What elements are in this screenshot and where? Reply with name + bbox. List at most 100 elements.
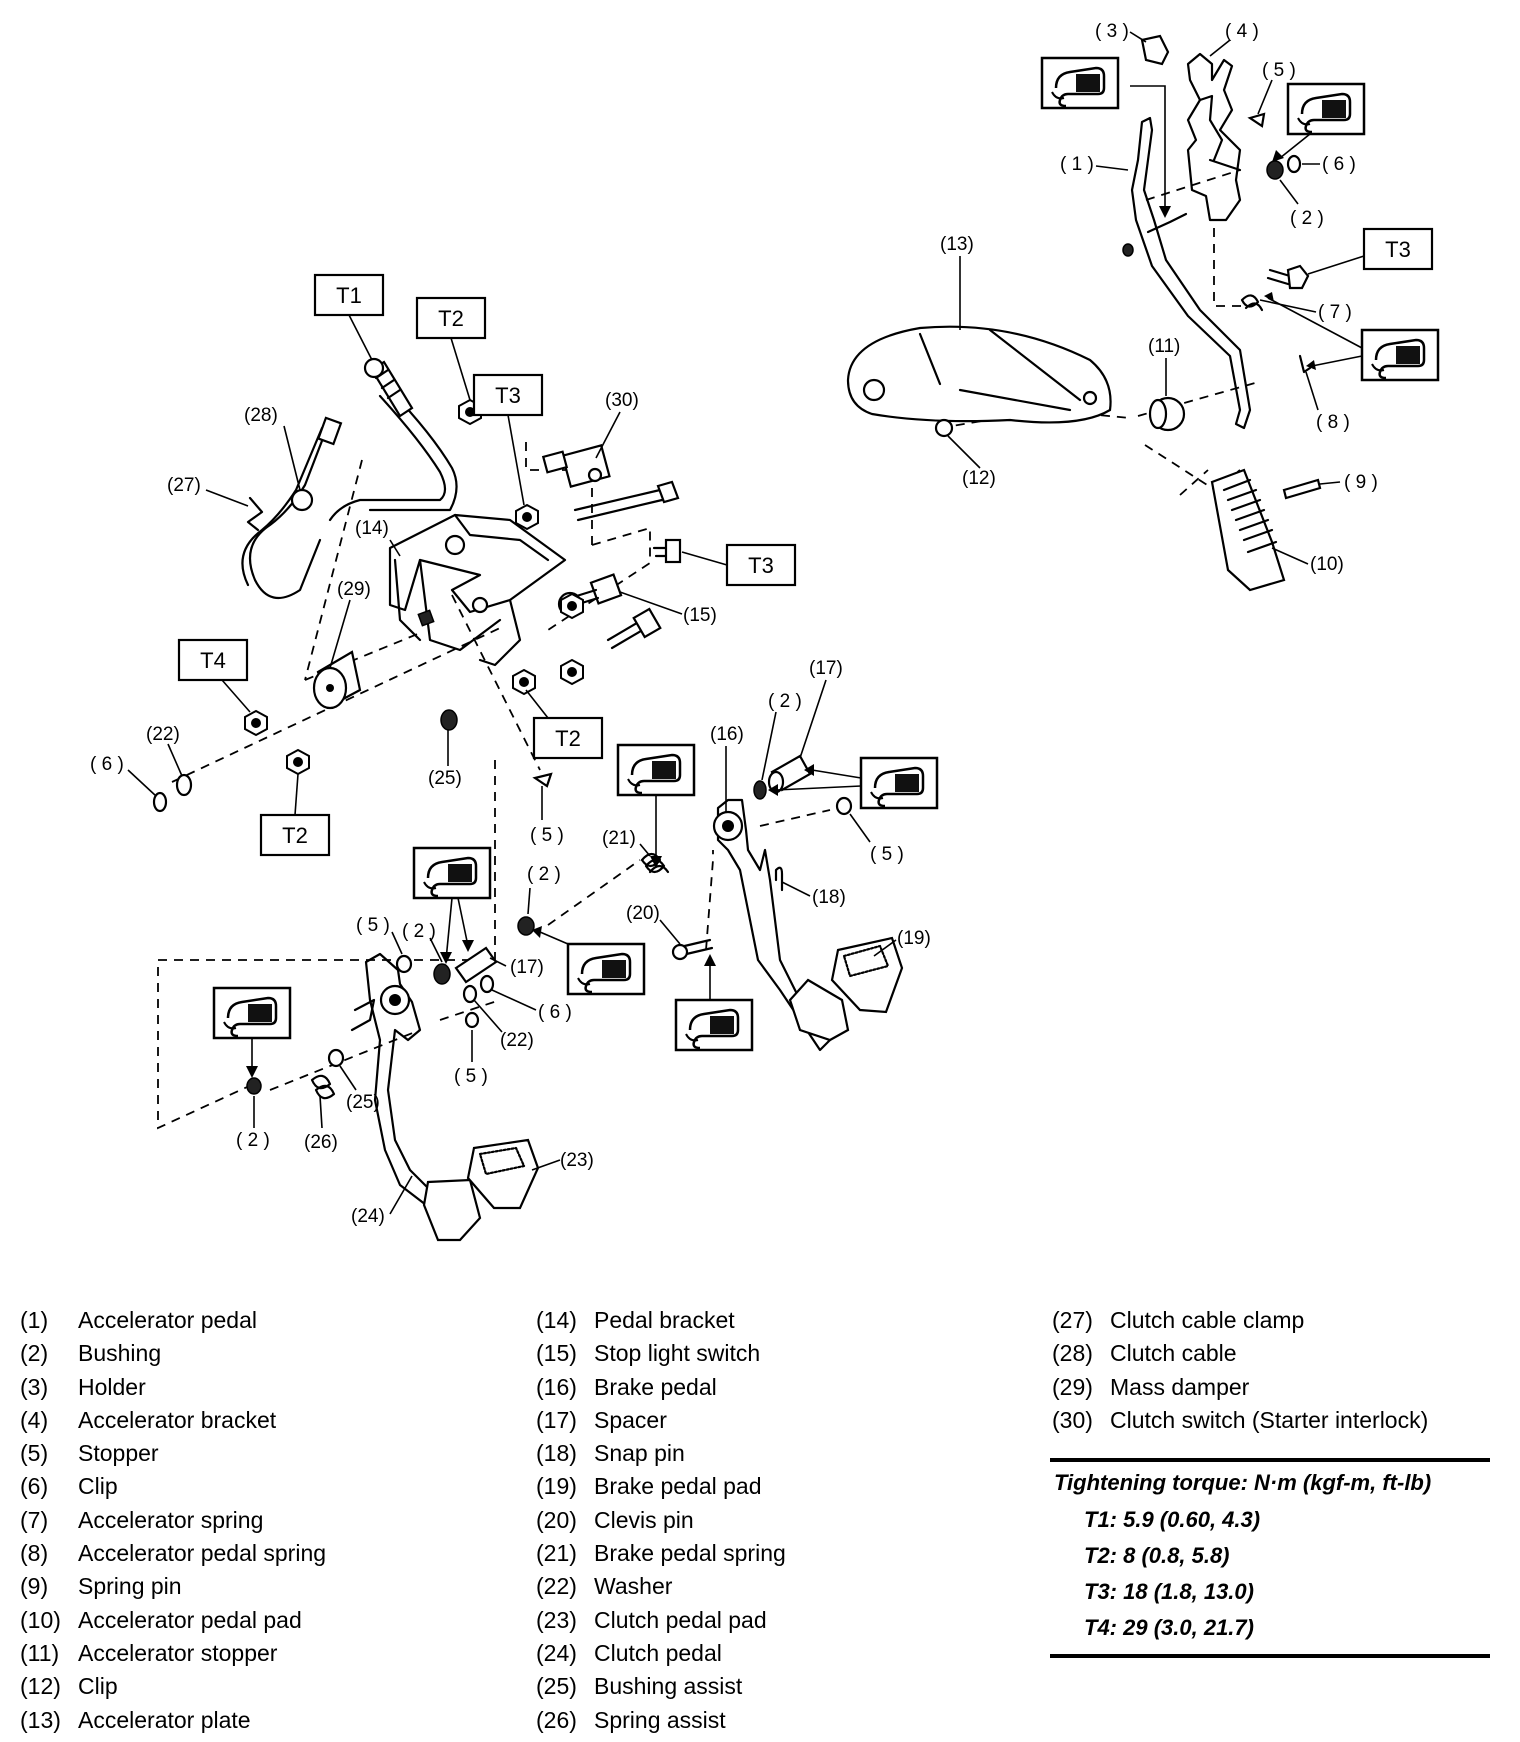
callout-6-left: ( 6 ) xyxy=(90,754,124,775)
torque-spec-table: Tightening torque: N·m (kgf-m, ft-lb) T1… xyxy=(1050,1458,1490,1658)
accelerator-plate xyxy=(846,325,1112,424)
legend-item-number: (22) xyxy=(536,1573,577,1600)
legend-item-name: Clutch pedal xyxy=(594,1639,722,1666)
callout-5-acc: ( 5 ) xyxy=(1262,60,1296,81)
legend-item-number: (18) xyxy=(536,1440,577,1467)
legend-item: (1)Accelerator pedal xyxy=(20,1304,326,1337)
svg-text:T3: T3 xyxy=(495,383,521,408)
torque-tag-t3-center: T3 xyxy=(472,373,544,506)
callout-9: ( 9 ) xyxy=(1344,472,1378,493)
mass-damper xyxy=(312,650,362,710)
stopper-clutch-2 xyxy=(464,1011,480,1029)
grease-icon-holder xyxy=(1040,56,1120,110)
bushing-assist xyxy=(440,709,458,731)
bushing-assist-clutch xyxy=(327,1048,345,1068)
legend-item-name: Snap pin xyxy=(594,1440,685,1467)
torque-row-t3: T3: 18 (1.8, 13.0) xyxy=(1084,1579,1254,1604)
grease-icon-bushing xyxy=(1286,82,1366,136)
legend-item-name: Accelerator spring xyxy=(78,1506,264,1533)
legend-item-name: Clutch pedal pad xyxy=(594,1606,767,1633)
svg-text:T1: T1 xyxy=(336,283,362,308)
bushing-clutch xyxy=(433,963,451,985)
legend-item: (21)Brake pedal spring xyxy=(536,1537,786,1570)
torque-bottom-rule xyxy=(1050,1654,1490,1658)
callout-21: (21) xyxy=(602,828,636,849)
callout-5-center: ( 5 ) xyxy=(530,825,564,846)
legend-item: (18) Snap pin xyxy=(536,1437,786,1470)
callout-2-acc: ( 2 ) xyxy=(1290,208,1324,229)
legend-item-name: Clevis pin xyxy=(594,1506,694,1533)
legend-item-number: (3) xyxy=(20,1373,49,1400)
callout-13: (13) xyxy=(940,234,974,255)
legend-item-name: Accelerator stopper xyxy=(78,1639,278,1666)
callout-16: (16) xyxy=(710,724,744,745)
callout-2-brake: ( 2 ) xyxy=(768,691,802,712)
legend-item-number: (5) xyxy=(20,1440,49,1467)
legend-item: (20) Clevis pin xyxy=(536,1504,786,1537)
spring-assist xyxy=(310,1074,336,1100)
snap-pin xyxy=(774,866,784,892)
legend-item-number: (27) xyxy=(1052,1307,1093,1333)
callout-2-clutch: ( 2 ) xyxy=(402,921,436,942)
callout-5-clutch: ( 5 ) xyxy=(454,1066,488,1087)
svg-text:T2: T2 xyxy=(438,306,464,331)
callout-18: (18) xyxy=(812,887,846,908)
legend-item-number: (20) xyxy=(536,1506,577,1533)
legend-item-name: Bushing xyxy=(78,1340,162,1367)
svg-text:T2: T2 xyxy=(282,823,308,848)
legend-item-name: Bushing assist xyxy=(594,1673,743,1700)
stopper-accelerator xyxy=(1247,112,1266,128)
legend-item: (14)Pedal bracket xyxy=(536,1304,786,1337)
grease-arrows xyxy=(246,85,1363,1078)
legend-item-number: (4) xyxy=(20,1406,49,1433)
cable-hose xyxy=(328,357,458,522)
legend-item-number: (23) xyxy=(536,1606,577,1633)
callout-10: (10) xyxy=(1310,554,1344,575)
legend-item-name: Brake pedal pad xyxy=(594,1473,762,1500)
legend-item: (11)Accelerator stopper xyxy=(20,1637,326,1670)
legend-item-name: Accelerator bracket xyxy=(78,1406,277,1433)
callout-15: (15) xyxy=(683,605,717,626)
long-bolt xyxy=(573,480,680,522)
bolt-t3-bracket xyxy=(652,538,682,564)
legend-item: (10)Accelerator pedal pad xyxy=(20,1604,326,1637)
spacer-brake xyxy=(767,754,812,794)
legend-item-number: (15) xyxy=(536,1340,577,1367)
nut-t2-left xyxy=(286,749,310,775)
legend-item-number: (16) xyxy=(536,1373,577,1400)
callout-22-clutch: (22) xyxy=(500,1030,534,1051)
legend-item: (9)Spring pin xyxy=(20,1570,326,1603)
legend-item: (29)Mass damper xyxy=(1052,1371,1428,1404)
legend-item-number: (30) xyxy=(1052,1406,1093,1433)
stopper-center xyxy=(532,772,553,788)
legend-item: (24)Clutch pedal xyxy=(536,1637,786,1670)
clevis-pin xyxy=(671,938,714,961)
grease-icon-bushing-2 xyxy=(566,942,646,996)
torque-row-t2: T2: 8 (0.8, 5.8) xyxy=(1084,1543,1230,1568)
torque-row-t4: T4: 29 (3.0, 21.7) xyxy=(1084,1615,1254,1640)
legend-item: (2)Bushing xyxy=(20,1337,326,1370)
callout-30: (30) xyxy=(605,390,639,411)
pedal-bracket xyxy=(388,513,567,667)
brake-pedal-pad xyxy=(830,936,904,1014)
callout-24: (24) xyxy=(351,1206,385,1227)
legend-item-name: Spring assist xyxy=(594,1706,726,1733)
legend-item-name: Pedal bracket xyxy=(594,1307,735,1333)
legend-item-name: Clutch cable clamp xyxy=(1110,1307,1305,1333)
spring-pin xyxy=(1282,478,1322,500)
callout-4: ( 4 ) xyxy=(1225,21,1259,42)
callout-29: (29) xyxy=(337,579,371,600)
callout-5-clutch-top: ( 5 ) xyxy=(356,915,390,936)
grease-icon-springs xyxy=(1360,328,1440,382)
svg-text:T4: T4 xyxy=(200,648,226,673)
washer-left xyxy=(152,773,193,813)
legend-item: (5)Stopper xyxy=(20,1437,326,1470)
torque-tag-t3-right: T3 xyxy=(681,543,797,587)
legend-item: (13)Accelerator plate xyxy=(20,1704,326,1737)
clip-accelerator xyxy=(1286,154,1302,174)
clip-clutch xyxy=(479,974,495,994)
legend-item-name: Mass damper xyxy=(1110,1373,1250,1400)
legend-item-name: Clutch switch (Starter interlock) xyxy=(1110,1406,1429,1433)
legend-item: (30) Clutch switch (Starter interlock) xyxy=(1052,1404,1428,1437)
callout-26: (26) xyxy=(304,1132,338,1153)
